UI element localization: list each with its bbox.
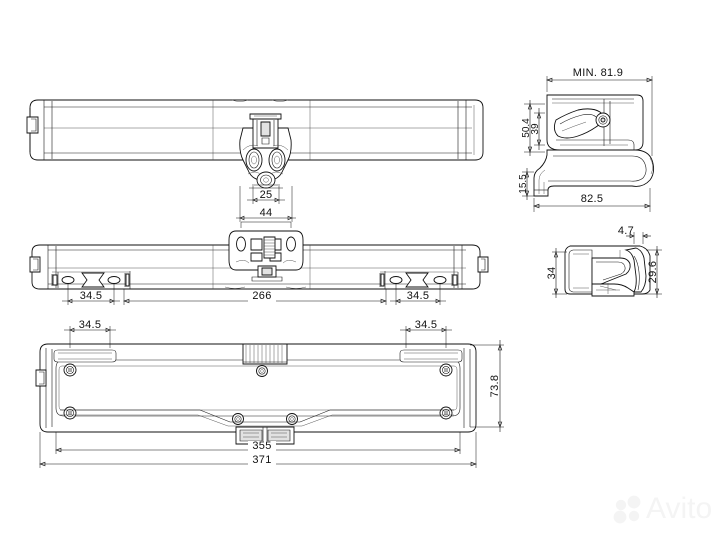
side-detail-view: 4.7 34 29.6 (546, 225, 662, 298)
side-section-view: MIN. 81.9 50.4 39 15.5 (518, 66, 655, 212)
top-view: 25 44 (26, 99, 484, 222)
dimension-355-label: 355 (252, 440, 271, 452)
dimension-29-6: 29.6 (640, 246, 662, 298)
dimension-34-5-left-bottom-label: 34.5 (79, 319, 102, 331)
dimension-min-81-9-label: MIN. 81.9 (573, 67, 623, 79)
dimension-34-label: 34 (546, 267, 558, 280)
dimension-371: 371 (39, 432, 477, 468)
bottom-view-latch (235, 426, 295, 445)
front-view-latch-housing (228, 221, 304, 282)
avito-logo-icon (613, 495, 641, 524)
dimension-50-4-label: 50.4 (521, 118, 532, 138)
avito-watermark: Avito (613, 492, 712, 525)
front-view-left-mount (51, 271, 131, 289)
dimension-44-label: 44 (260, 207, 273, 219)
avito-watermark-label: Avito (646, 492, 712, 525)
dimension-34-5-right-front-label: 34.5 (407, 290, 430, 302)
dimension-4-7-label: 4.7 (618, 225, 634, 237)
dimension-34-5-left-front: 34.5 (62, 283, 120, 305)
dimension-371-label: 371 (252, 454, 271, 466)
dimension-355: 355 (55, 432, 461, 454)
dimension-34: 34 (546, 248, 567, 298)
bottom-view-right-slot (399, 349, 463, 363)
dimension-34-5-left-front-label: 34.5 (80, 290, 103, 302)
dimension-25-label: 25 (260, 189, 273, 201)
dimension-266-label: 266 (252, 290, 271, 302)
dimension-44: 44 (236, 186, 296, 222)
bottom-view-left-slot (53, 349, 117, 363)
dimension-29-6-label: 29.6 (647, 261, 659, 284)
dimension-34-5-right-front: 34.5 (390, 283, 446, 305)
dimension-25: 25 (247, 186, 285, 204)
dimension-39-label: 39 (530, 123, 541, 135)
dimension-4-7: 4.7 (618, 225, 651, 244)
bottom-plan-view: 34.5 34.5 73.8 355 (35, 319, 504, 468)
front-view: 34.5 266 34.5 (29, 221, 489, 305)
dimension-34-5-right-bottom: 34.5 (400, 319, 452, 348)
dimension-34-5-right-bottom-label: 34.5 (415, 319, 438, 331)
dimension-82-5: 82.5 (533, 188, 651, 212)
dimension-73-8: 73.8 (470, 340, 504, 432)
dimension-min-81-9: MIN. 81.9 (546, 66, 653, 156)
dimension-266: 266 (123, 289, 387, 305)
dimension-73-8-label: 73.8 (489, 375, 501, 398)
dimension-39: 39 (530, 108, 545, 150)
dimension-82-5-label: 82.5 (581, 193, 604, 205)
dimension-34-5-left-bottom: 34.5 (64, 319, 116, 348)
dimension-50-4: 50.4 (521, 100, 545, 156)
dimension-15-5-label: 15.5 (518, 174, 529, 194)
bottom-view-ribbed-block (242, 343, 288, 365)
dimension-15-5: 15.5 (518, 168, 534, 200)
top-view-latch-housing (239, 113, 292, 189)
front-view-right-mount (379, 271, 459, 289)
